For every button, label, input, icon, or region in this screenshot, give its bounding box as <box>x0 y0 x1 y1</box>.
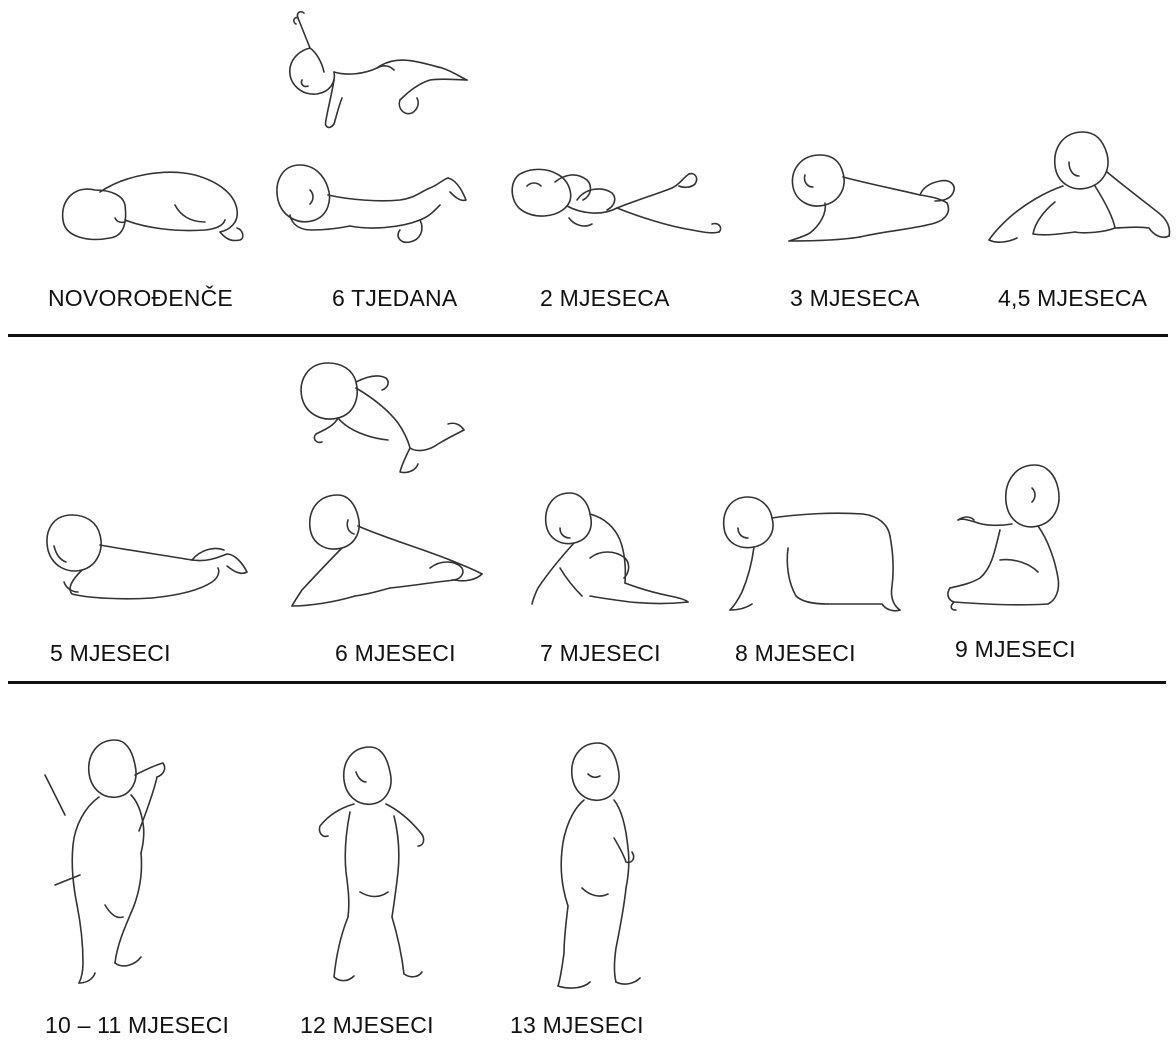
six-weeks-supine-drawing <box>272 8 472 133</box>
stage-label-2-months: 2 MJESECA <box>540 285 670 311</box>
row-divider-1 <box>8 334 1168 337</box>
stage-label-newborn: NOVOROĐENČE <box>48 285 233 311</box>
stage-label-3-months: 3 MJESECA <box>790 285 920 311</box>
eight-months-crawling-drawing <box>718 492 906 614</box>
stage-label-5-months: 5 MJESECI <box>50 640 171 666</box>
stage-label-9-months: 9 MJESECI <box>955 636 1076 662</box>
three-months-prone-drawing <box>785 145 970 245</box>
stage-label-12-months: 12 MJESECI <box>300 1012 434 1038</box>
row-divider-2 <box>8 681 1166 684</box>
six-weeks-prone-drawing <box>270 160 470 250</box>
six-months-supine-drawing <box>298 358 468 478</box>
stage-label-13-months: 13 MJESECI <box>510 1012 644 1038</box>
stage-label-6-weeks: 6 TJEDANA <box>332 285 458 311</box>
ten-eleven-months-cruising-drawing <box>44 735 175 985</box>
stage-label-8-months: 8 MJESECI <box>735 640 856 666</box>
stage-label-7-months: 7 MJESECI <box>540 640 661 666</box>
thirteen-months-walking-drawing <box>548 738 643 993</box>
twelve-months-standing-drawing <box>310 742 440 987</box>
stage-label-10-11-months: 10 – 11 MJESECI <box>45 1012 230 1038</box>
stage-label-6-months: 6 MJESECI <box>335 640 456 666</box>
newborn-curled-drawing <box>55 160 250 250</box>
stage-label-4-5-months: 4,5 MJESECA <box>998 285 1148 311</box>
two-months-supine-drawing <box>507 158 727 240</box>
six-months-prone-drawing <box>290 490 485 612</box>
five-months-prone-drawing <box>42 510 250 610</box>
seven-months-crawling-drawing <box>530 488 690 608</box>
four-and-half-months-prone-drawing <box>985 122 1173 252</box>
nine-months-sitting-drawing <box>940 460 1085 612</box>
